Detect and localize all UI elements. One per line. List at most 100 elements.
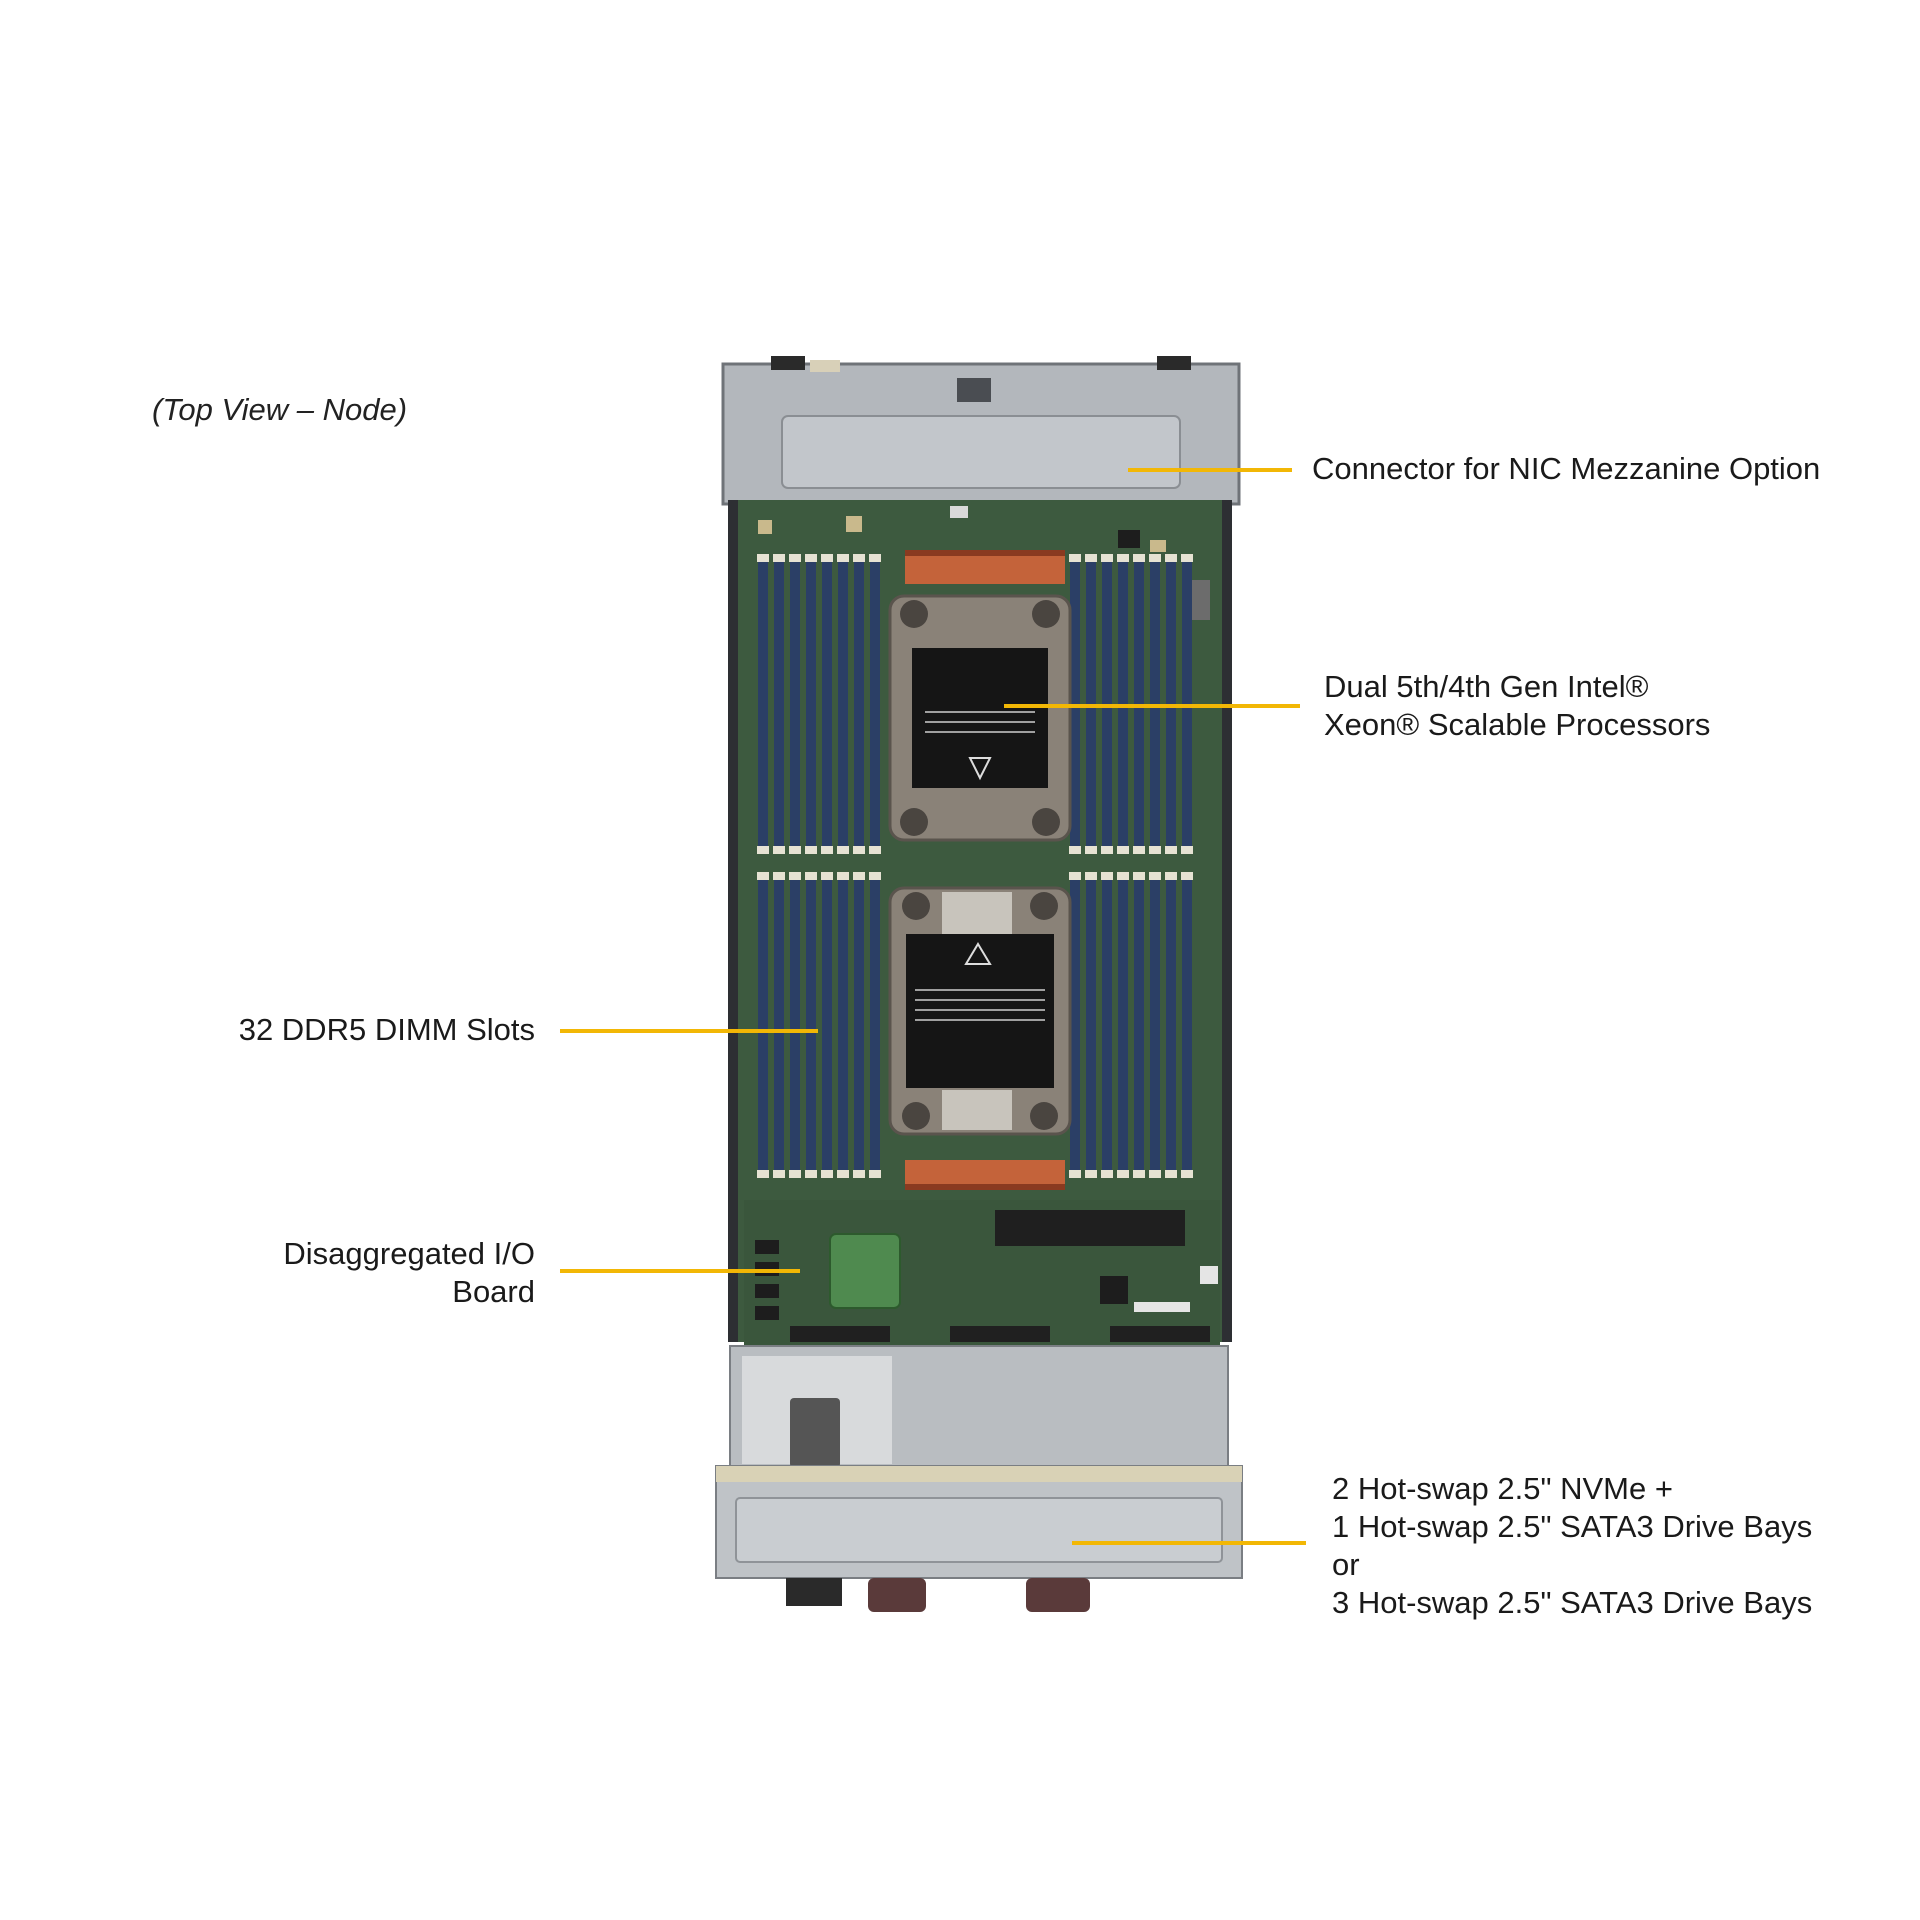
dimm-slot <box>870 562 880 846</box>
dimm-latch <box>757 872 769 880</box>
dimm-latch <box>869 846 881 854</box>
dimm-latch <box>853 554 865 562</box>
dimm-slot <box>790 562 800 846</box>
dimm-slot <box>1182 880 1192 1170</box>
dimm-slot <box>758 880 768 1170</box>
label-io-board: Disaggregated I/O Board <box>283 1235 535 1311</box>
dimm-latch <box>869 554 881 562</box>
dimm-latch <box>773 554 785 562</box>
cpu-socket-2 <box>888 886 1072 1136</box>
label-line: Dual 5th/4th Gen Intel® <box>1324 669 1649 704</box>
view-title: (Top View – Node) <box>152 392 408 427</box>
dimm-latch <box>1133 872 1145 880</box>
dimm-latch <box>805 554 817 562</box>
label-line: Xeon® Scalable Processors <box>1324 707 1711 742</box>
dimm-latch <box>1085 554 1097 562</box>
dimm-latch <box>1101 846 1113 854</box>
label-line: 32 DDR5 DIMM Slots <box>238 1012 535 1047</box>
dimm-latch <box>1149 554 1161 562</box>
dimm-slot <box>870 880 880 1170</box>
dimm-latch <box>1101 1170 1113 1178</box>
drive-bay-cage <box>715 1345 1243 1612</box>
dimm-latch <box>789 872 801 880</box>
dimm-latch <box>1149 872 1161 880</box>
dimm-slot <box>1070 880 1080 1170</box>
dimm-latch <box>1085 846 1097 854</box>
dimm-slot <box>774 880 784 1170</box>
dimm-latch <box>1149 1170 1161 1178</box>
dimm-latch <box>1165 554 1177 562</box>
dimm-latch <box>1117 872 1129 880</box>
dimm-latch <box>837 872 849 880</box>
dimm-latch <box>853 872 865 880</box>
dimm-slot <box>822 880 832 1170</box>
cpu-socket-1 <box>888 594 1072 842</box>
dimm-slot <box>838 562 848 846</box>
dimm-latch <box>853 846 865 854</box>
dimm-latch <box>821 846 833 854</box>
dimm-latch <box>1165 872 1177 880</box>
dimm-latch <box>1181 554 1193 562</box>
callout-line-nic <box>1128 468 1292 472</box>
dimm-slot <box>758 562 768 846</box>
label-line: Board <box>452 1274 535 1309</box>
dimm-latch <box>853 1170 865 1178</box>
nic-mezzanine-cover <box>721 356 1241 506</box>
dimm-latch <box>1085 1170 1097 1178</box>
dimm-latch <box>837 846 849 854</box>
label-line: Connector for NIC Mezzanine Option <box>1312 451 1821 486</box>
dimm-latch <box>773 846 785 854</box>
dimm-latch <box>1165 846 1177 854</box>
label-nic-mezzanine: Connector for NIC Mezzanine Option <box>1312 450 1820 488</box>
dimm-latch <box>805 872 817 880</box>
dimm-latch <box>821 554 833 562</box>
dimm-latch <box>789 846 801 854</box>
callout-line-cpu <box>1004 704 1300 708</box>
dimm-slot <box>1086 880 1096 1170</box>
dimm-latch <box>1149 846 1161 854</box>
label-line: Disaggregated I/O <box>283 1236 535 1271</box>
label-line: 1 Hot-swap 2.5" SATA3 Drive Bays <box>1332 1509 1813 1544</box>
label-line: 2 Hot-swap 2.5" NVMe + <box>1332 1471 1673 1506</box>
dimm-latch <box>757 554 769 562</box>
dimm-latch <box>757 846 769 854</box>
label-drive-bays: 2 Hot-swap 2.5" NVMe + 1 Hot-swap 2.5" S… <box>1332 1470 1812 1622</box>
dimm-slot <box>806 880 816 1170</box>
dimm-slot <box>1166 880 1176 1170</box>
dimm-latch <box>1117 846 1129 854</box>
dimm-slot <box>1118 880 1128 1170</box>
dimm-latch <box>1133 846 1145 854</box>
dimm-slot <box>838 880 848 1170</box>
dimm-latch <box>821 872 833 880</box>
dimm-latch <box>805 846 817 854</box>
dimm-latch <box>837 1170 849 1178</box>
dimm-latch <box>1069 1170 1081 1178</box>
vrm-strip-top <box>905 550 1065 584</box>
dimm-latch <box>1117 1170 1129 1178</box>
dimm-latch <box>773 1170 785 1178</box>
dimm-slot <box>822 562 832 846</box>
dimm-latch <box>1101 872 1113 880</box>
dimm-latch <box>1181 1170 1193 1178</box>
dimm-latch <box>821 1170 833 1178</box>
dimm-latch <box>773 872 785 880</box>
callout-line-io <box>560 1269 800 1273</box>
dimm-latch <box>1069 554 1081 562</box>
label-line: 3 Hot-swap 2.5" SATA3 Drive Bays <box>1332 1585 1813 1620</box>
label-dimm-slots: 32 DDR5 DIMM Slots <box>239 1011 535 1049</box>
dimm-latch <box>757 1170 769 1178</box>
dimm-latch <box>1069 872 1081 880</box>
dimm-slot <box>806 562 816 846</box>
dimm-latch <box>869 1170 881 1178</box>
dimm-slot <box>854 880 864 1170</box>
label-processors: Dual 5th/4th Gen Intel® Xeon® Scalable P… <box>1324 668 1710 744</box>
dimm-latch <box>1181 846 1193 854</box>
dimm-latch <box>1117 554 1129 562</box>
dimm-latch <box>1181 872 1193 880</box>
dimm-latch <box>1133 1170 1145 1178</box>
dimm-latch <box>1085 872 1097 880</box>
dimm-slot <box>774 562 784 846</box>
dimm-latch <box>1165 1170 1177 1178</box>
dimm-latch <box>805 1170 817 1178</box>
